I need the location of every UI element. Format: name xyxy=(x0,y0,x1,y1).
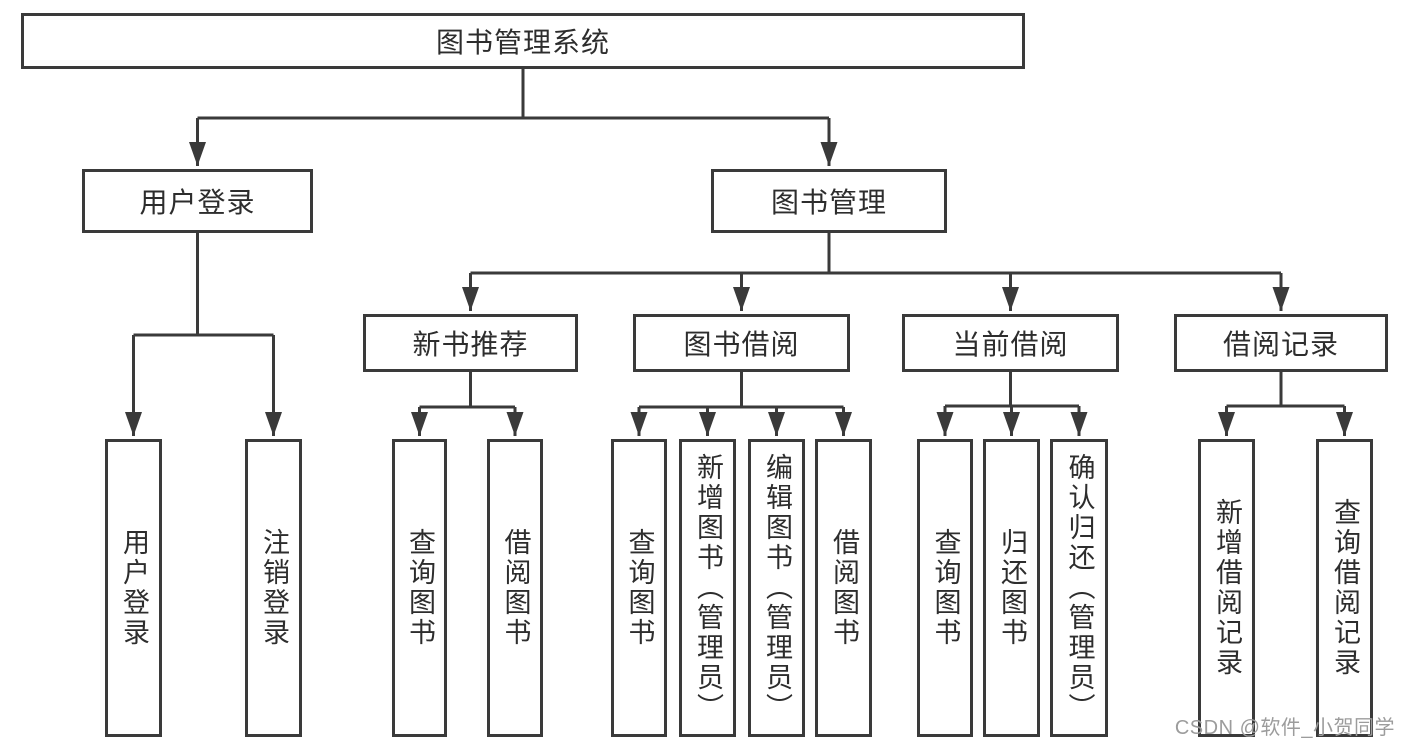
leaf-edit-book-admin: 编辑图书（管理员） xyxy=(748,439,805,737)
leaf-confirm-return-admin: 确认归还（管理员） xyxy=(1050,439,1108,737)
leaf-label: 查询图书 xyxy=(930,528,961,648)
leaf-label: 查询借阅记录 xyxy=(1330,498,1360,678)
user-login-branch xyxy=(125,233,282,436)
node-user-login: 用户登录 xyxy=(82,169,313,233)
leaf-label: 新增借阅记录 xyxy=(1212,498,1242,678)
leaf-label: 查询图书 xyxy=(405,528,435,648)
leaf-label: 借阅图书 xyxy=(829,528,859,648)
node-book-borrow-label: 图书借阅 xyxy=(683,329,800,360)
leaf-label: 用户登录 xyxy=(119,528,149,648)
leaf-label: 确认归还（管理员） xyxy=(1064,453,1095,723)
book-management-branch xyxy=(462,233,1290,311)
leaf-label: 编辑图书（管理员） xyxy=(762,453,792,723)
leaf-label: 借阅图书 xyxy=(500,528,531,648)
node-book-management: 图书管理 xyxy=(711,169,947,233)
node-borrow-records-label: 借阅记录 xyxy=(1222,329,1339,360)
node-root: 图书管理系统 xyxy=(21,13,1025,69)
leaf-logout: 注销登录 xyxy=(245,439,302,737)
node-book-borrow: 图书借阅 xyxy=(633,314,850,372)
leaf-query-books-3: 查询图书 xyxy=(917,439,973,737)
current-borrow-branch xyxy=(936,372,1088,436)
node-current-borrow: 当前借阅 xyxy=(902,314,1119,372)
borrow-records-branch xyxy=(1218,372,1353,436)
book-borrow-branch xyxy=(630,372,852,436)
new-book-branch xyxy=(411,372,524,436)
watermark-text: CSDN @软件_小贺同学 xyxy=(1174,717,1395,739)
node-new-book-recommend-label: 新书推荐 xyxy=(412,329,529,360)
leaf-label: 查询图书 xyxy=(624,528,655,648)
leaf-borrow-books-2: 借阅图书 xyxy=(815,439,872,737)
leaf-add-borrow-record: 新增借阅记录 xyxy=(1198,439,1255,737)
node-new-book-recommend: 新书推荐 xyxy=(363,314,578,372)
node-root-label: 图书管理系统 xyxy=(435,27,610,58)
node-borrow-records: 借阅记录 xyxy=(1174,314,1388,372)
leaf-query-books-2: 查询图书 xyxy=(611,439,667,737)
leaf-label: 注销登录 xyxy=(259,528,289,648)
root-branch xyxy=(189,69,838,166)
leaf-label: 新增图书（管理员） xyxy=(693,453,723,723)
leaf-add-book-admin: 新增图书（管理员） xyxy=(679,439,736,737)
leaf-query-borrow-record: 查询借阅记录 xyxy=(1316,439,1373,737)
leaf-label: 归还图书 xyxy=(997,528,1027,648)
leaf-query-books-1: 查询图书 xyxy=(392,439,447,737)
node-user-login-label: 用户登录 xyxy=(139,187,256,218)
node-current-borrow-label: 当前借阅 xyxy=(952,329,1069,360)
leaf-borrow-books-1: 借阅图书 xyxy=(487,439,543,737)
leaf-user-login: 用户登录 xyxy=(105,439,162,737)
leaf-return-books: 归还图书 xyxy=(983,439,1040,737)
node-book-management-label: 图书管理 xyxy=(770,187,887,218)
